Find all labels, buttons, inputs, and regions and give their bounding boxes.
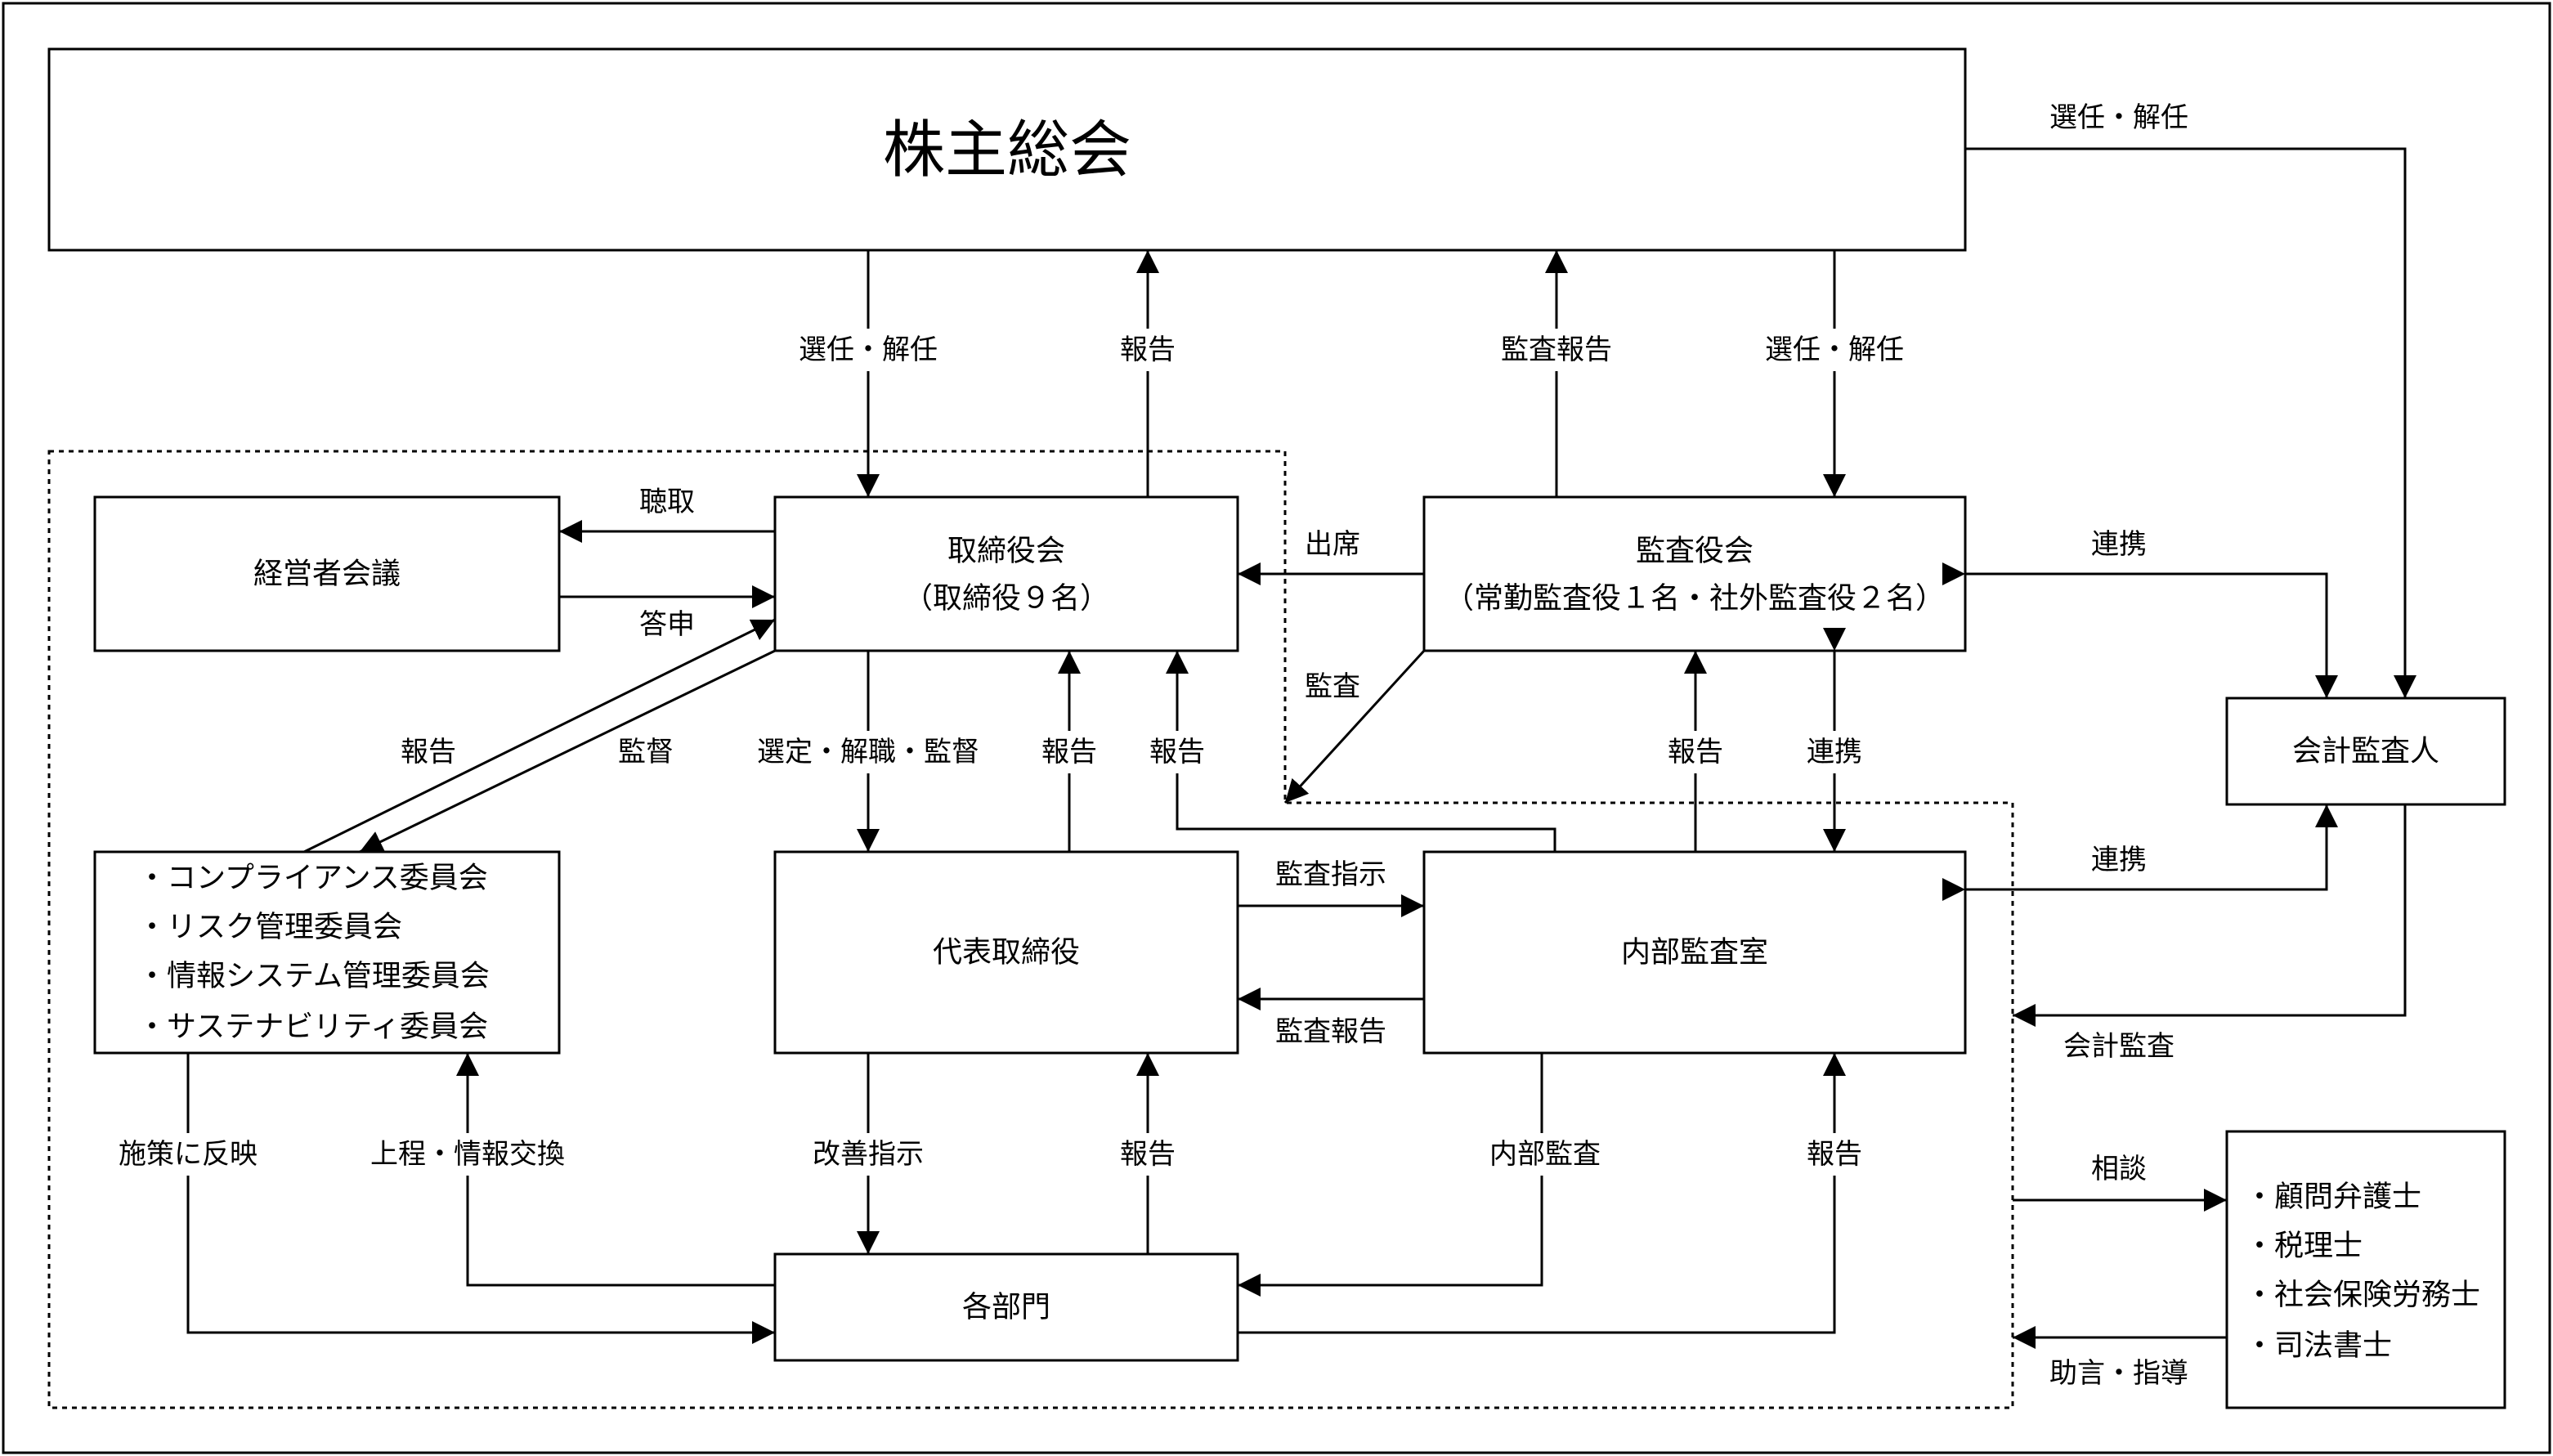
audit-board-title: 監査役会 (1636, 535, 1754, 568)
label-submit-exchange: 上程・情報交換 (370, 1138, 565, 1171)
departments-to-internal-audit-arrow (1238, 1053, 1846, 1334)
internal-audit-to-departments-arrow (1238, 1053, 1543, 1297)
board-title: 取締役会 (947, 535, 1065, 568)
label-response: 答申 (639, 608, 695, 641)
label-select-dismiss-supervise: 選定・解職・監督 (757, 736, 979, 768)
label-improvement-instruction: 改善指示 (813, 1138, 924, 1171)
advisor-item: ・社会保険労務士 (2245, 1279, 2480, 1312)
label-internal-report-audit: 報告 (1668, 736, 1723, 768)
committee-item: ・サステナビリティ委員会 (137, 1010, 488, 1044)
ceo-box (773, 850, 1239, 1055)
committee-item: ・リスク管理委員会 (137, 911, 402, 944)
label-cooperation-audit-acct: 連携 (2091, 528, 2147, 561)
company-boundary (47, 450, 2014, 1409)
label-ceo-report: 報告 (1041, 736, 1097, 768)
departments-box (773, 1252, 1239, 1362)
label-reflect-measures: 施策に反映 (119, 1138, 258, 1171)
internal-audit-label: 内部監査室 (1621, 936, 1768, 970)
shareholders-meeting-box (47, 47, 1967, 252)
label-internal-report-board: 報告 (1149, 736, 1205, 768)
accounting-auditor-label: 会計監査人 (2292, 735, 2439, 768)
label-cooperation-internal-acct: 連携 (2091, 844, 2147, 876)
committee-item: ・情報システム管理委員会 (137, 960, 490, 993)
audit-board-subtitle: （常勤監査役１名・社外監査役２名） (1444, 582, 1945, 616)
label-cooperation-audit-internal: 連携 (1807, 736, 1862, 768)
label-dept-report-internal: 報告 (1807, 1138, 1862, 1171)
label-gm-elect-audit: 選任・解任 (1765, 334, 1904, 366)
label-audit-report-ceo: 監査報告 (1275, 1015, 1386, 1048)
shareholders-meeting-label: 株主総会 (883, 114, 1131, 186)
label-dept-report-ceo: 報告 (1120, 1138, 1176, 1171)
advisor-item: ・司法書士 (2245, 1329, 2392, 1363)
accounting-auditor-box (2225, 697, 2506, 806)
label-hearing: 聴取 (639, 486, 695, 518)
label-audit: 監査 (1305, 670, 1360, 703)
label-gm-elect-acct: 選任・解任 (2049, 101, 2188, 134)
advisor-item: ・税理士 (2245, 1230, 2363, 1263)
departments-label: 各部門 (962, 1291, 1050, 1324)
ceo-label: 代表取締役 (933, 936, 1080, 970)
departments-to-committees-arrow (456, 1053, 775, 1287)
committees-box (93, 850, 561, 1055)
label-consultation: 相談 (2091, 1153, 2147, 1185)
label-internal-audit: 内部監査 (1489, 1138, 1601, 1171)
label-audit-report-gm: 監査報告 (1501, 334, 1612, 366)
committees-to-board-arrow (303, 618, 776, 853)
arrow-labels: 選任・解任 選任・解任 報告 監査報告 選任・解任 聴取 答申 出席 監査 連携… (98, 96, 2224, 1390)
label-attendance: 出席 (1305, 528, 1360, 561)
internal-audit-to-board-arrow (1166, 651, 1556, 852)
internal-audit-box (1422, 850, 1967, 1055)
label-board-report-gm: 報告 (1120, 334, 1176, 366)
board-to-committees-arrow (359, 649, 776, 853)
label-gm-elect-board: 選任・解任 (799, 334, 938, 366)
committees-to-departments-arrow (186, 1053, 775, 1344)
advisors-box (2225, 1130, 2506, 1409)
audit-board-accounting-cooperation-arrow (1942, 562, 2338, 698)
accounting-audit-arrow (2013, 804, 2407, 1027)
label-supervision: 監督 (618, 736, 674, 768)
gm-to-accounting-auditor-arrow (1965, 147, 2416, 698)
label-accounting-audit: 会計監査 (2063, 1030, 2175, 1063)
board-box (773, 495, 1239, 652)
audit-diagonal-arrow (1283, 649, 1426, 804)
internal-accounting-cooperation-arrow (1942, 804, 2338, 901)
board-subtitle: （取締役９名） (903, 582, 1109, 616)
management-meeting-box (93, 495, 561, 652)
advisor-item: ・顧問弁護士 (2245, 1180, 2421, 1214)
label-committee-report: 報告 (401, 736, 456, 768)
label-audit-instruction: 監査指示 (1275, 858, 1386, 891)
label-advice: 助言・指導 (2049, 1357, 2188, 1390)
audit-board-box (1422, 495, 1967, 652)
management-meeting-label: 経営者会議 (253, 558, 401, 591)
committee-item: ・コンプライアンス委員会 (137, 862, 488, 895)
